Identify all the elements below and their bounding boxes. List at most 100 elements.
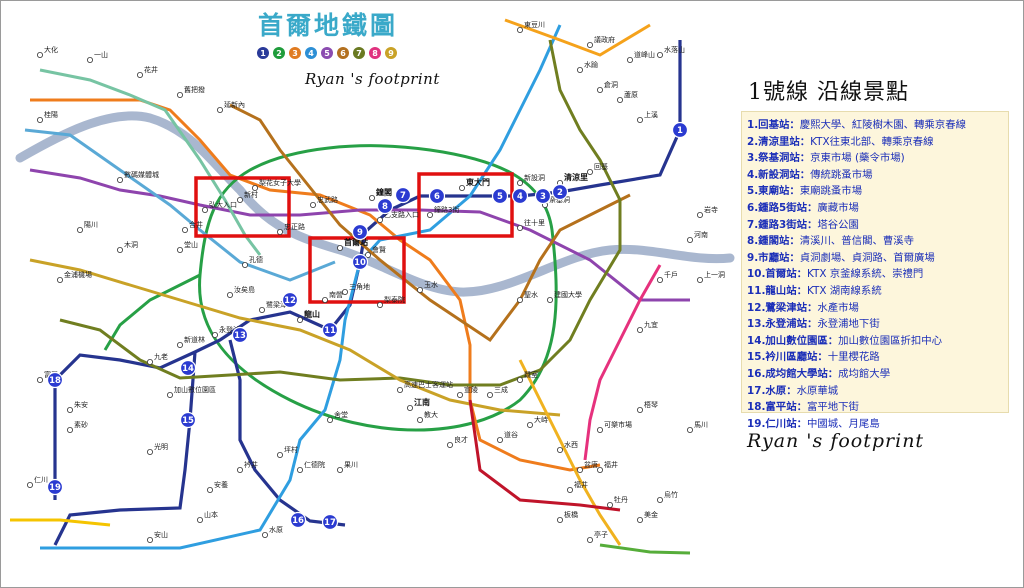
spot-marker-number: 15 xyxy=(182,416,194,426)
spot-marker-number: 19 xyxy=(49,483,61,493)
station-dot xyxy=(406,404,413,411)
station-dot xyxy=(577,67,584,74)
spot-item-text: 加山數位園區折扣中心 xyxy=(838,334,943,347)
spot-item-label: 13.永登浦站： xyxy=(747,318,818,331)
everline xyxy=(599,543,691,555)
line-9 xyxy=(29,258,561,417)
station-label: 烏竹 xyxy=(664,490,678,499)
spot-marker-number: 9 xyxy=(357,228,363,238)
uijeongbu-line xyxy=(504,18,651,57)
station-dot xyxy=(547,296,554,303)
station-label: 忠武路 xyxy=(317,195,338,204)
station-label: 忠正路 xyxy=(284,222,305,231)
spot-item-text: 傳統跳蚤市場 xyxy=(810,168,873,181)
station-dot xyxy=(241,261,248,268)
station-label: 九宜 xyxy=(644,320,658,329)
spot-marker-circle xyxy=(281,291,299,309)
station-label: 板橋 xyxy=(564,510,578,519)
spot-item: 19.仁川站：中國城、月尾島 xyxy=(747,416,1008,433)
station-dot xyxy=(446,441,453,448)
station-dot xyxy=(486,391,493,398)
station-dot xyxy=(426,211,433,218)
station-dot xyxy=(201,206,208,213)
spot-marker-circle xyxy=(289,511,307,529)
spot-marker-number: 4 xyxy=(517,192,523,202)
station-dot xyxy=(336,244,343,251)
spot-item-text: KTX往東北部、轉乘京春線 xyxy=(810,135,934,148)
station-dot xyxy=(57,276,64,283)
spot-item-label: 17.水原： xyxy=(747,384,797,397)
station-dot xyxy=(117,246,124,253)
station-label: 一山 xyxy=(94,50,108,59)
spot-marker-number: 8 xyxy=(382,202,388,212)
station-dot xyxy=(517,296,524,303)
station-label: 回基 xyxy=(594,162,608,171)
station-dot xyxy=(637,326,644,333)
shinbundang-line xyxy=(468,399,621,512)
station-label: 教大 xyxy=(424,410,438,419)
station-dot xyxy=(146,358,153,365)
station-dot xyxy=(396,386,403,393)
line-legend-dot: 9 xyxy=(385,47,397,59)
spot-marker-number: 13 xyxy=(234,331,246,341)
line-legend-dot: 8 xyxy=(369,47,381,59)
spot-marker-number: 2 xyxy=(557,188,563,198)
station-dot xyxy=(637,406,644,413)
spot-marker-number: 3 xyxy=(540,192,546,202)
spot-marker-circle xyxy=(179,359,197,377)
station-dot xyxy=(37,376,44,383)
spot-item-text: KTX 京釜線系統、崇禮門 xyxy=(806,268,924,281)
spot-item-label: 18.富平站： xyxy=(747,401,807,414)
spot-item-label: 19.仁川站： xyxy=(747,417,807,430)
line-legend-dot: 3 xyxy=(289,47,301,59)
station-dot xyxy=(517,179,524,186)
spot-item-text: 塔谷公園 xyxy=(817,218,859,231)
spot-item-text: KTX 湖南線系統 xyxy=(806,284,882,297)
station-label: 仁川 xyxy=(34,475,48,484)
spot-item: 14.加山數位園區：加山數位園區折扣中心 xyxy=(747,333,1008,350)
station-dot xyxy=(637,117,644,124)
station-dot xyxy=(597,466,604,473)
line-legend-dot: 6 xyxy=(337,47,349,59)
spot-item-label: 5.東廟站： xyxy=(747,185,800,198)
station-label: 鐘路3街 xyxy=(434,205,459,214)
bundang-line xyxy=(518,359,622,546)
spot-item: 9.市廳站：貞洞劇場、貞洞路、首爾廣場 xyxy=(747,250,1008,267)
station-label: 美金 xyxy=(644,510,658,519)
station-dot xyxy=(416,416,423,423)
spot-item: 3.祭基洞站：京東市場 (藥令市場) xyxy=(747,150,1008,167)
station-dot xyxy=(517,26,524,33)
station-label: 盆唐 xyxy=(584,460,598,469)
station-label: 舍堂 xyxy=(334,410,348,419)
station-dot xyxy=(657,52,664,59)
station-dot xyxy=(146,448,153,455)
spot-item-text: 廣藏市場 xyxy=(817,201,859,214)
station-label: 光明 xyxy=(154,442,168,451)
station-dot xyxy=(456,391,463,398)
station-label: 聖水 xyxy=(524,290,538,299)
spot-marker-circle xyxy=(231,326,249,344)
spot-item-label: 12.鷺梁津站： xyxy=(747,301,818,314)
line-2-loop xyxy=(198,144,558,432)
spot-item-text: 貞洞劇場、貞洞路、首爾廣場 xyxy=(799,251,935,264)
station-label: 水原 xyxy=(269,525,283,534)
spot-item-label: 7.鍾路3街站： xyxy=(747,218,818,231)
spot-item-label: 8.鍾閣站： xyxy=(747,235,800,248)
station-label: 岩寺 xyxy=(704,205,718,214)
station-dot xyxy=(276,451,283,458)
station-dot xyxy=(697,211,704,218)
station-dot xyxy=(597,426,604,433)
spot-marker-circle xyxy=(46,371,64,389)
spot-item-text: 清溪川、普信閣、曹溪寺 xyxy=(799,235,915,248)
station-label: 清涼里 xyxy=(564,172,588,182)
station-label: 上一洞 xyxy=(704,270,725,279)
station-dot xyxy=(368,194,375,201)
station-dot xyxy=(176,246,183,253)
station-label: 果川 xyxy=(344,461,358,469)
spot-item-text: 富平地下街 xyxy=(806,401,859,414)
spot-marker-number: 5 xyxy=(497,192,503,202)
gyeongui-line xyxy=(39,68,262,256)
station-label: 道峰山 xyxy=(634,50,655,59)
spot-item: 5.東廟站：東廟跳蚤市場 xyxy=(747,183,1008,200)
